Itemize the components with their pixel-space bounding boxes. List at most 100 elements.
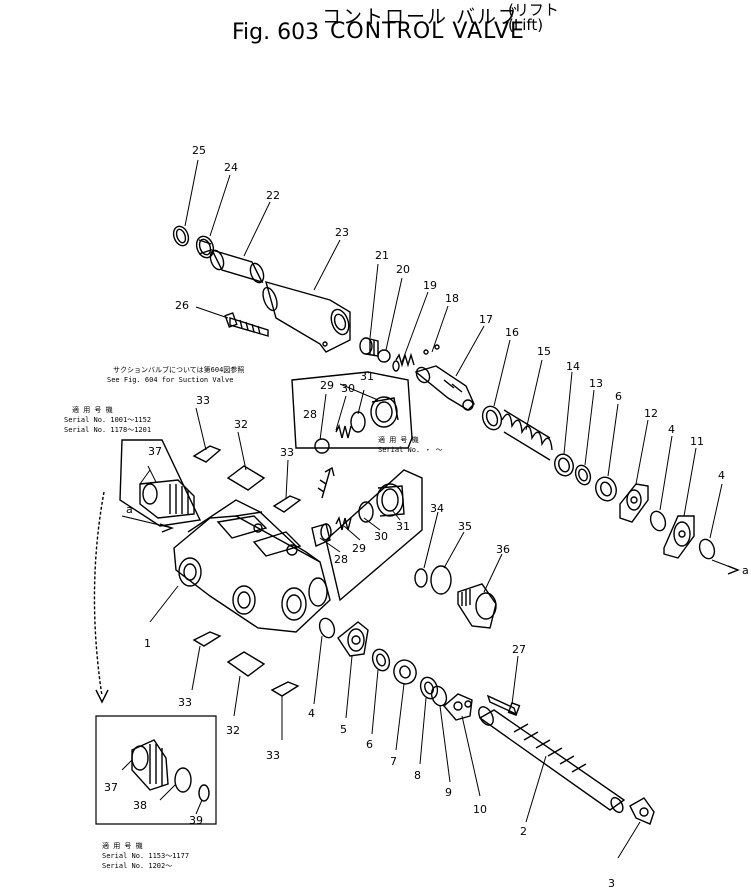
suction-note-en: See Fig. 604 for Suction Valve — [107, 376, 234, 384]
left-serial-2: Serial No. 1178～1201 — [64, 426, 152, 434]
part-31-plug-lower — [376, 483, 405, 517]
part-22-sleeve — [209, 248, 265, 284]
callout-number: 29 — [352, 542, 366, 555]
callout-number: 29 — [320, 379, 334, 392]
callout-number: 35 — [458, 520, 472, 533]
callout-number: a — [742, 564, 749, 577]
bottom-applicable-head: 適 用 号 機 — [102, 842, 143, 850]
part-20-ball — [377, 349, 391, 363]
suction-note-jp: サクションバルブについては第604図参照 — [113, 366, 245, 374]
callout-number: 32 — [234, 418, 248, 431]
part-26-bolt — [224, 312, 269, 337]
callout-number: 36 — [496, 543, 510, 556]
figure-number: Fig. 603 — [232, 20, 320, 45]
callout-number: 22 — [266, 189, 280, 202]
bottom-serial-1: Serial No. 1153～1177 — [102, 852, 190, 860]
callout-number: 24 — [224, 161, 238, 174]
callout-number: 25 — [192, 144, 206, 157]
part-33-gasket-lower-left — [192, 631, 222, 647]
left-applicable-head: 適 用 号 機 — [72, 406, 113, 414]
callout-number: 31 — [396, 520, 410, 533]
part-21-plug — [359, 337, 379, 357]
part-17-spool — [414, 365, 475, 411]
title-lift: (リフト (Lift) — [508, 3, 559, 33]
bottom-detail-box — [95, 715, 217, 825]
callout-number: 11 — [690, 435, 704, 448]
callout-number: 30 — [374, 530, 388, 543]
part-33-gasket-upper-right — [272, 495, 302, 513]
part-36-plug — [457, 583, 497, 629]
callout-number: 1 — [144, 637, 151, 650]
callout-number: 4 — [308, 707, 315, 720]
callout-number: 30 — [341, 382, 355, 395]
callout-number: 12 — [644, 407, 658, 420]
part-29-spring-box — [335, 423, 352, 439]
part-35-oring — [430, 565, 452, 595]
left-serial-1: Serial No. 1001～1152 — [64, 416, 152, 424]
part-37-valve-left — [139, 479, 195, 519]
callout-number: 3 — [608, 877, 615, 890]
part-16-ring — [481, 405, 503, 431]
callout-number: 31 — [360, 370, 374, 383]
callout-number: 4 — [668, 423, 675, 436]
callout-number: 28 — [303, 408, 317, 421]
callout-number: 7 — [390, 755, 397, 768]
left-detail-box — [119, 439, 202, 527]
part-1-valve-body — [173, 499, 331, 633]
title-lift-en: (Lift) — [508, 16, 544, 34]
part-9-ring — [430, 685, 448, 707]
part-4-oring-right — [698, 538, 716, 560]
part-4-oring-lower — [318, 617, 336, 639]
part-33-gasket-upper-left — [192, 445, 222, 463]
diagram-title: CONTROL VALVE — [330, 19, 525, 44]
callout-number: 39 — [189, 814, 203, 827]
part-30-ring-lower — [358, 501, 374, 523]
part-2-spool — [478, 706, 626, 814]
callout-number: 10 — [473, 803, 487, 816]
bottom-serial-2: Serial No. 1202～ — [102, 862, 173, 870]
callout-number: 18 — [445, 292, 459, 305]
ref-arrows-a — [159, 523, 740, 575]
part-39-oring — [198, 784, 210, 802]
part-25-ring — [172, 225, 190, 247]
callout-number: 6 — [615, 390, 622, 403]
part-28-poppet-lower — [311, 523, 332, 547]
callout-number: 34 — [430, 502, 444, 515]
top-applicable-head: 適 用 号 機 — [378, 436, 419, 444]
callout-number: 2 — [520, 825, 527, 838]
part-28-poppet-box — [314, 438, 330, 454]
part-8-ring — [419, 676, 439, 700]
callout-number: 21 — [375, 249, 389, 262]
callout-number: 16 — [505, 326, 519, 339]
callout-number: 8 — [414, 769, 421, 782]
part-14-ring — [554, 453, 574, 477]
part-6-seat — [595, 476, 617, 502]
callout-number: 15 — [537, 345, 551, 358]
callout-number: 27 — [512, 643, 526, 656]
callout-number: 32 — [226, 724, 240, 737]
title-jp: コントロール バルブ — [322, 6, 520, 28]
callout-number: 37 — [148, 445, 162, 458]
part-11-cap — [663, 515, 695, 559]
curved-arrow — [93, 491, 109, 704]
callout-number: 13 — [589, 377, 603, 390]
callout-number: 14 — [566, 360, 580, 373]
callout-number: a — [126, 503, 133, 516]
callout-number: 20 — [396, 263, 410, 276]
callout-number: 33 — [266, 749, 280, 762]
part-32-gasket-upper — [226, 465, 266, 491]
part-5-cap — [337, 621, 369, 657]
part-34-oring — [414, 568, 428, 588]
part-12-cap — [619, 483, 649, 523]
part-4-oring-upper — [649, 510, 667, 532]
part-31-plug-box — [370, 396, 399, 428]
callout-number: 19 — [423, 279, 437, 292]
part-33-gasket-lower-right — [270, 681, 300, 697]
part-23-housing — [262, 280, 351, 353]
callout-number: 28 — [334, 553, 348, 566]
title-lift-jp: (リフト — [508, 1, 559, 19]
part-27-bolt — [486, 694, 521, 716]
part-3-end-eye — [629, 797, 655, 825]
part-24-ring — [195, 235, 215, 259]
